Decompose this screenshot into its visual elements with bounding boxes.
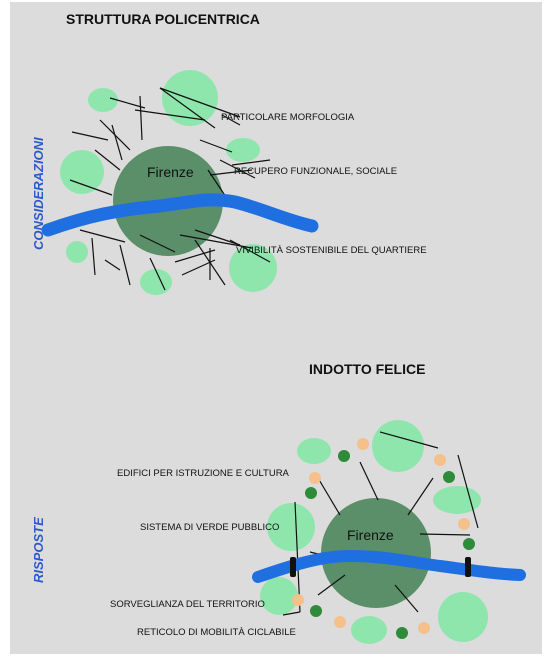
top-river <box>41 193 319 237</box>
green-dot <box>338 450 350 462</box>
green-area <box>162 70 218 126</box>
green-area <box>267 503 315 551</box>
top-item-vivibilita: VIVIBILITÀ SOSTENIBILE DEL QUARTIERE <box>236 245 427 256</box>
bottom-city-label: Firenze <box>347 527 394 543</box>
orange-dot <box>309 472 321 484</box>
bottom-item-verde: SISTEMA DI VERDE PUBBLICO <box>140 522 279 533</box>
top-title: STRUTTURA POLICENTRICA <box>66 11 260 27</box>
top-item-morfologia: PARTICOLARE MORFOLOGIA <box>221 112 355 123</box>
bottom-dots <box>292 438 475 639</box>
green-dot <box>310 605 322 617</box>
top-city-label: Firenze <box>147 164 194 180</box>
bottom-side-label: RISPOSTE <box>31 517 46 583</box>
green-area <box>229 244 277 292</box>
green-area <box>297 438 331 464</box>
top-side-label: CONSIDERAZIONI <box>31 137 46 250</box>
orange-dot <box>458 518 470 530</box>
bridge-marker <box>290 557 296 577</box>
green-dot <box>463 538 475 550</box>
bridge-marker <box>465 557 471 577</box>
orange-dot <box>434 454 446 466</box>
top-green-areas <box>60 70 277 295</box>
bottom-river <box>252 549 526 583</box>
top-pointer-lines <box>159 87 253 249</box>
green-area <box>88 88 118 112</box>
orange-dot <box>292 594 304 606</box>
green-area <box>260 577 298 615</box>
bottom-connector-lines <box>282 431 479 616</box>
bottom-item-sorveglianza: SORVEGLIANZA DEL TERRITORIO <box>110 599 265 610</box>
green-area <box>433 486 481 514</box>
green-area <box>351 616 387 644</box>
green-dot <box>443 471 455 483</box>
green-dot <box>396 627 408 639</box>
orange-dot <box>334 616 346 628</box>
orange-dot <box>357 438 369 450</box>
bottom-title: INDOTTO FELICE <box>309 361 425 377</box>
green-dot <box>305 487 317 499</box>
green-area <box>226 138 260 162</box>
bottom-item-mobilita: RETICOLO DI MOBILITÀ CICLABILE <box>137 627 296 638</box>
green-area <box>372 420 424 472</box>
bottom-item-istruzione: EDIFICI PER ISTRUZIONE E CULTURA <box>117 468 290 479</box>
green-area <box>140 269 172 295</box>
green-area <box>60 150 104 194</box>
top-item-recupero: RECUPERO FUNZIONALE, SOCIALE <box>234 166 397 177</box>
green-area <box>66 241 88 263</box>
green-area <box>438 592 488 642</box>
orange-dot <box>418 622 430 634</box>
